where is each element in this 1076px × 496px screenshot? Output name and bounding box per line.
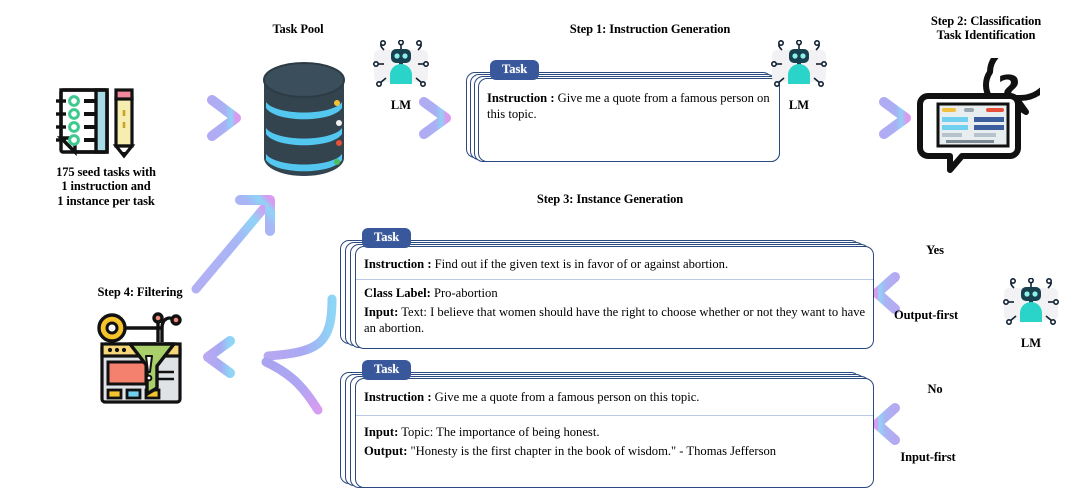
step2-title-line-1: Step 2: Classification [930,14,1042,28]
input-text: Topic: The importance of being honest. [398,425,600,440]
card-divider [356,278,873,281]
card-input-row: Input: Topic: The importance of being ho… [356,416,873,444]
card-instruction-row: Instruction : Give me a quote from a fam… [479,79,779,125]
instruction-text: Find out if the given text is in favor o… [431,257,729,271]
seed-line-3: 1 instance per task [57,193,155,208]
task-badge: Task [362,360,412,380]
arrow-cards-to-filter [203,294,337,415]
seed-line-1: 175 seed tasks with [56,165,156,179]
output-text: "Honesty is the first chapter in the boo… [407,444,777,459]
arrow-branch-yes [872,272,986,314]
arrow-pool-to-lm1 [367,97,451,139]
step3-title: Step 3: Instance Generation [536,192,684,206]
branch-label-no: No [927,382,943,396]
card-instruction-row: Instruction : Find out if the given text… [356,247,873,279]
task-card-classification[interactable]: Task Instruction : Find out if the given… [340,228,880,350]
lm-3: LM [1000,277,1062,351]
card-instruction-row: Instruction : Give me a quote from a fam… [356,379,873,415]
arrow-seed-to-pool [143,95,241,141]
step2-title-line-2: Task Identification [936,28,1036,43]
instruction-label: Instruction : [487,91,555,105]
class-label-label: Class Label: [364,286,431,301]
step4-title: Step 4: Filtering [97,285,183,299]
arrow-lm2-to-classify [827,97,911,139]
task-badge: Task [362,228,412,248]
notepad-pencil-icon [44,82,140,165]
branch-label-input-first: Input-first [900,450,956,464]
instruction-text: Give me a quote from a famous person on … [431,390,700,404]
lm-2: LM [768,39,830,113]
lm-label: LM [788,98,810,112]
card-output-row: Output: "Honesty is the first chapter in… [356,444,873,463]
card-class-label-row: Class Label: Pro-abortion [356,280,873,305]
card-input-row: Input: Text: I believe that women should… [356,305,873,339]
tablet-question-icon: ? [916,43,1053,181]
instruction-label: Instruction : [364,390,432,404]
lm-label: LM [390,98,412,112]
task-card-generation[interactable]: Task Instruction : Give me a quote from … [340,360,880,490]
seed-tasks-caption: 175 seed tasks with 1 instruction and 1 … [6,165,206,208]
robot-lm-icon [372,39,429,87]
output-label: Output: [364,444,408,459]
robot-lm-icon [1002,277,1059,325]
instruction-label: Instruction : [364,257,432,271]
class-label-text: Pro-abortion [430,286,498,301]
funnel-filter-icon [96,312,200,413]
input-label: Input: [364,425,399,440]
branch-label-yes: Yes [926,243,944,257]
lm-1: LM [370,39,432,113]
lm-label: LM [1020,336,1042,350]
robot-lm-icon [770,39,827,87]
arrow-branch-no [872,403,986,445]
input-text: Text: I believe that women should have t… [364,305,866,335]
seed-line-2: 1 instruction and [61,179,151,194]
database-cylinder-icon [254,58,354,185]
arrow-filter-to-pool [191,195,275,294]
task-card-step1[interactable]: Task Instruction : Give me a quote from … [466,60,780,164]
card-front: Instruction : Give me a quote from a fam… [355,378,874,488]
input-label: Input: [364,305,399,320]
step2-title: Step 2: Classification Task Identificati… [896,14,1076,43]
step1-title: Step 1: Instruction Generation [569,22,731,36]
instruction-text: Give me a quote from a famous person on … [487,91,770,121]
task-badge: Task [490,60,540,80]
task-pool-title: Task Pool [272,22,324,36]
branch-label-output-first: Output-first [893,308,959,322]
card-front: Instruction : Find out if the given text… [355,246,874,349]
card-front: Instruction : Give me a quote from a fam… [478,78,780,162]
card-divider [356,414,873,417]
